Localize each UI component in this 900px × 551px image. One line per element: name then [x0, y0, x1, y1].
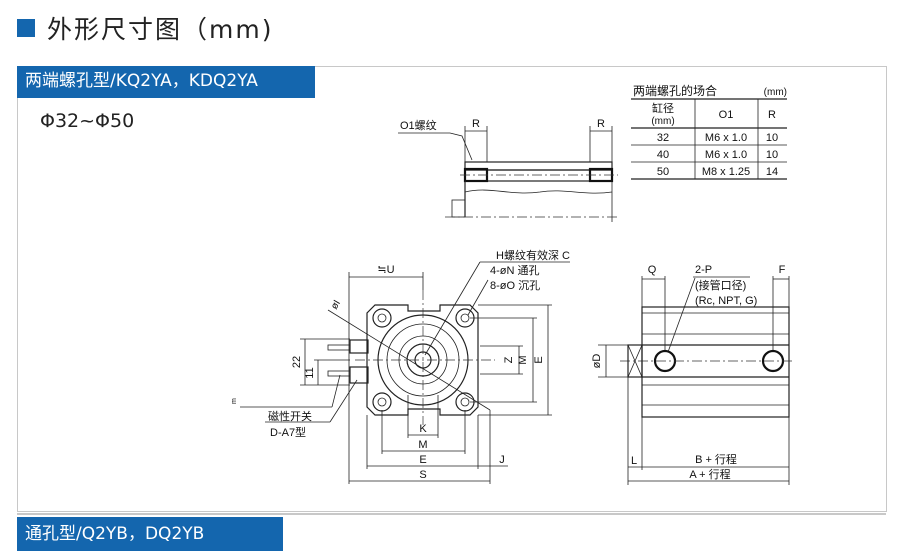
table-row: 32 M6 x 1.0 10 — [657, 132, 778, 144]
dim-11-label: 11 — [304, 367, 316, 378]
bore-i-label: øI — [329, 298, 343, 311]
table-cell: 10 — [766, 132, 778, 144]
h-thread-label: H螺纹有效深 C — [496, 248, 570, 262]
page-heading: 外形尺寸图（mm) — [17, 10, 273, 46]
r-left-label: R — [472, 118, 480, 130]
e-bottom-label: E — [419, 454, 426, 466]
r-right-label: R — [597, 118, 605, 130]
size-range: Φ32~Φ50 — [40, 110, 135, 132]
heading-square-icon — [17, 19, 35, 37]
m-right-label: M — [517, 355, 529, 364]
mounting-hole — [372, 392, 392, 412]
small-mark-label: m — [231, 398, 238, 404]
page-title: 外形尺寸图（mm) — [47, 15, 274, 44]
section-panel-kq2ya — [17, 66, 887, 512]
k-label: K — [419, 423, 427, 435]
z-label: Z — [503, 356, 515, 363]
j-label: J — [499, 454, 505, 466]
table-cell: M6 x 1.0 — [705, 132, 747, 144]
n-hole-label: 4-øN 通孔 — [490, 264, 540, 277]
top-view-drawing: O1螺纹 R R — [398, 118, 620, 222]
section-header-kq2ya: 两端螺孔型/KQ2YA，KDQ2YA — [17, 66, 315, 98]
table-unit: (mm) — [764, 87, 787, 98]
front-view-drawing: H螺纹有效深 C 4-øN 通孔 8-øO 沉孔 m 磁性开关 D-A7型 — [231, 248, 570, 484]
table-header-bore: 缸径 — [652, 101, 674, 115]
port-thread-label: (Rc, NPT, G) — [695, 295, 757, 307]
a-stroke-label: A + 行程 — [689, 468, 730, 481]
table-cell: 10 — [766, 149, 778, 161]
dim-22-label: 22 — [291, 356, 303, 368]
table-cell: M8 x 1.25 — [702, 166, 750, 178]
port-label: 2-P — [695, 264, 712, 276]
table-cell: M6 x 1.0 — [705, 149, 747, 161]
e-right-label: E — [533, 356, 545, 363]
thread-table: 两端螺孔的场合 (mm) 缸径 (mm) O1 R 32 M6 x 1.0 10… — [631, 83, 787, 180]
l-label: L — [631, 455, 637, 467]
table-row: 40 M6 x 1.0 10 — [657, 149, 778, 161]
mounting-hole — [372, 308, 392, 328]
s-label: S — [419, 469, 426, 481]
o1-thread-label: O1螺纹 — [400, 118, 437, 132]
table-row: 50 M8 x 1.25 14 — [657, 166, 778, 178]
table-cell: 14 — [766, 166, 778, 178]
switch-model-label: D-A7型 — [270, 425, 306, 439]
magnetic-switch-label: 磁性开关 — [268, 409, 312, 423]
table-title: 两端螺孔的场合 — [633, 83, 717, 98]
table-header-o1: O1 — [719, 109, 734, 121]
table-header-bore-unit: (mm) — [651, 116, 674, 127]
o-hole-label: 8-øO 沉孔 — [490, 279, 540, 292]
q-label: Q — [648, 264, 657, 276]
port-note-label: (接管口径) — [695, 278, 746, 292]
panel-divider — [17, 66, 886, 67]
u-label: ≒U — [377, 264, 394, 276]
d-label: øD — [591, 354, 603, 369]
panel-divider — [17, 513, 886, 515]
table-cell: 40 — [657, 149, 669, 161]
m-bottom-label: M — [418, 439, 427, 451]
table-header-r: R — [768, 109, 776, 121]
table-cell: 32 — [657, 132, 669, 144]
b-stroke-label: B + 行程 — [695, 453, 737, 466]
section-header-q2yb: 通孔型/Q2YB，DQ2YB — [17, 517, 283, 551]
side-view-drawing: Q 2-P (接管口径) (Rc, NPT, G) F øD L B + 行程 … — [591, 264, 795, 485]
table-cell: 50 — [657, 166, 669, 178]
f-label: F — [779, 264, 786, 276]
